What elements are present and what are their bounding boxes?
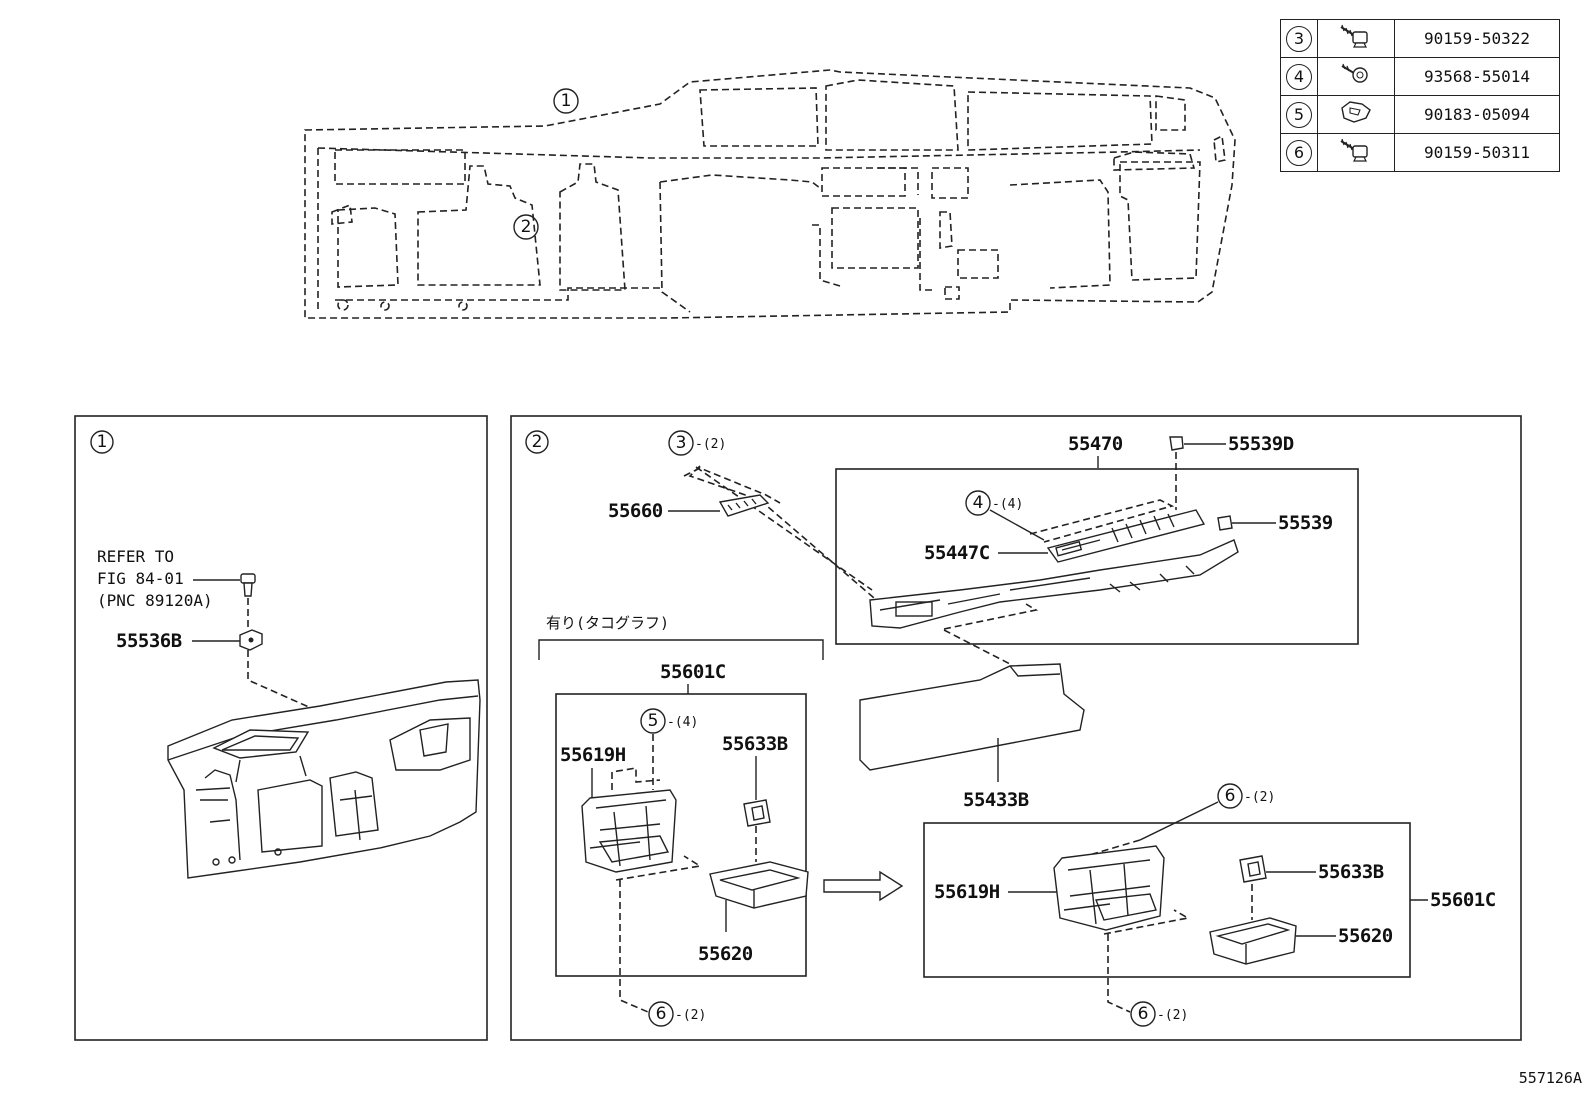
callout-6-right-top: 6	[1225, 786, 1236, 806]
part-55601C-right-label: 55601C	[1430, 889, 1496, 911]
legend-ref-number: 5	[1286, 101, 1312, 128]
part-55620-left-label: 55620	[698, 943, 753, 965]
part-55619H-right-label: 55619H	[934, 881, 1000, 903]
pocket-55620-left-drawing	[709, 861, 809, 909]
callout-3: 3	[676, 433, 687, 453]
callout-4-qty: -(4)	[992, 497, 1023, 512]
screw-icon	[1317, 57, 1395, 96]
part-55433B-label: 55433B	[963, 789, 1029, 811]
panel-2-number: 2	[532, 432, 543, 452]
legend-row: 6 90159-50311	[1280, 133, 1560, 172]
option-tachograph-label: 有り(タコグラフ)	[546, 614, 669, 632]
detail-panel-2: 2 3 -(2) 55660 55470 55539D 55539	[510, 415, 1522, 1041]
detail-panel-1: 1 REFER TO FIG 84-01 (PNC 89120A) 55536B	[74, 415, 488, 1041]
callout-4: 4	[973, 493, 984, 513]
clip-nut-icon	[1317, 95, 1395, 134]
callout-6-left-qty: -(2)	[675, 1008, 706, 1023]
part-55539D-label: 55539D	[1228, 433, 1294, 455]
figure-id: 557126A	[1518, 1069, 1582, 1087]
legend-row: 3 90159-50322	[1280, 19, 1560, 58]
part-55447C-label: 55447C	[924, 542, 990, 564]
part-55619H-left-label: 55619H	[560, 744, 626, 766]
clip-55539-icon	[1217, 515, 1233, 531]
part-55601C-top-label: 55601C	[660, 661, 726, 683]
callout-6-left: 6	[656, 1004, 667, 1024]
overview-callout-1: 1	[561, 91, 572, 111]
instrument-panel-overview: 1 2	[304, 69, 1236, 319]
callout-6-right-bottom: 6	[1138, 1004, 1149, 1024]
bracket-55536B-icon	[239, 629, 263, 651]
screw-icon	[1317, 133, 1395, 172]
bracket-55619H-right-drawing	[1053, 845, 1165, 931]
panel-1-number: 1	[97, 432, 108, 452]
part-55660-label: 55660	[608, 500, 663, 522]
part-55470-label: 55470	[1068, 433, 1123, 455]
legend-part-number: 90183-05094	[1394, 95, 1560, 134]
callout-6-right-top-qty: -(2)	[1244, 790, 1275, 805]
screw-icon	[1317, 19, 1395, 58]
clip-55539D-icon	[1169, 436, 1184, 451]
legend-part-number: 90159-50322	[1394, 19, 1560, 58]
callout-3-qty: -(2)	[695, 437, 726, 452]
callout-5-qty: -(4)	[667, 715, 698, 730]
side-panel-55433B-drawing	[859, 663, 1085, 771]
clip-icon	[240, 573, 256, 597]
lower-trim-panel-drawing	[869, 539, 1239, 629]
legend-ref-number: 4	[1286, 63, 1312, 90]
arrow-right-icon	[823, 870, 904, 902]
overview-callout-2: 2	[521, 217, 532, 237]
instrument-panel-assembly-drawing	[167, 679, 481, 879]
bracket-55619H-left-drawing	[581, 789, 677, 873]
legend-row: 4 93568-55014	[1280, 57, 1560, 96]
legend-part-number: 93568-55014	[1394, 57, 1560, 96]
legend-part-number: 90159-50311	[1394, 133, 1560, 172]
refer-text-line-2: FIG 84-01	[97, 569, 184, 588]
vent-55660-icon	[718, 494, 770, 517]
callout-5: 5	[648, 711, 659, 731]
callout-6-right-bottom-qty: -(2)	[1157, 1008, 1188, 1023]
switch-panel-55447C-icon	[1046, 509, 1206, 563]
fastener-legend-table: 3 90159-50322 4 93568-55014 5 90183-0509…	[1280, 19, 1560, 172]
legend-ref-number: 6	[1286, 139, 1312, 166]
part-55633B-right-label: 55633B	[1318, 861, 1384, 883]
part-55633B-left-label: 55633B	[722, 733, 788, 755]
part-55536B-label: 55536B	[116, 630, 182, 652]
pocket-55620-right-drawing	[1209, 917, 1297, 965]
refer-text-line-3: (PNC 89120A)	[97, 591, 213, 610]
part-55539-label: 55539	[1278, 512, 1333, 534]
refer-text-line-1: REFER TO	[97, 547, 174, 566]
legend-ref-number: 3	[1286, 25, 1312, 52]
part-55620-right-label: 55620	[1338, 925, 1393, 947]
switch-55633B-left-icon	[743, 799, 771, 827]
switch-55633B-right-icon	[1239, 855, 1267, 883]
